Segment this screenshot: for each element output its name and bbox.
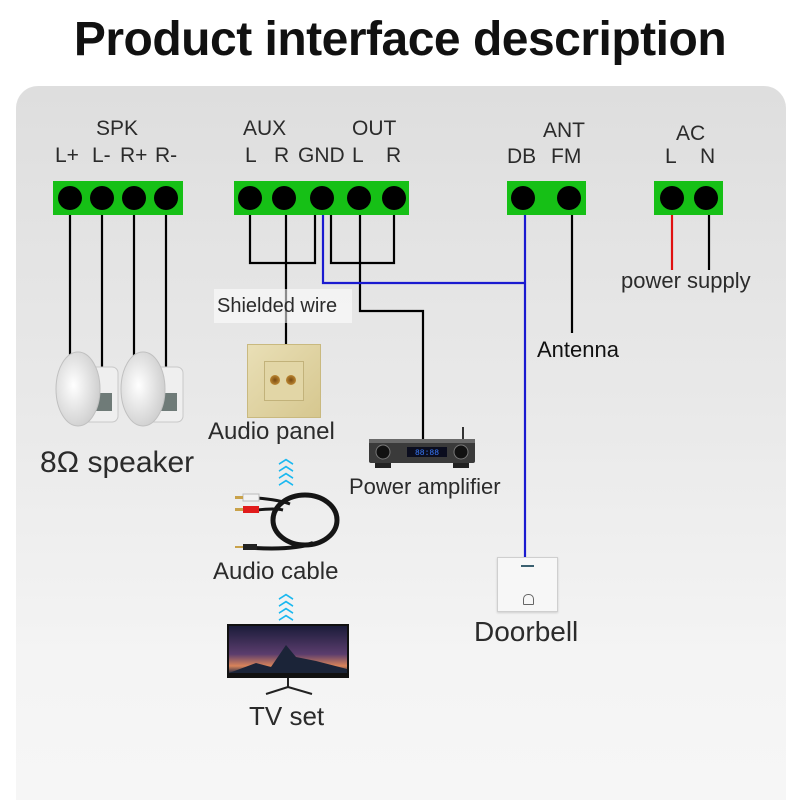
wire-out-to-amplifier	[358, 215, 425, 443]
bell-icon	[523, 594, 534, 605]
ant-pin-label: DB	[507, 145, 537, 168]
terminal-screw	[660, 186, 684, 210]
ceiling-speaker-icon	[55, 351, 184, 427]
spk-pin-label: R-	[155, 144, 178, 167]
spk-terminal-block	[53, 181, 183, 215]
terminal-jack	[286, 375, 296, 385]
terminal-screw	[382, 186, 406, 210]
chevron-up-arrows-icon: ︿︿︿︿	[278, 585, 294, 623]
ant-group-label: ANT	[543, 119, 585, 142]
power-supply-label: power supply	[621, 268, 751, 293]
ant-pin-label: FM	[551, 145, 582, 168]
shielded-wire-label: Shielded wire	[217, 295, 338, 317]
ant-terminal-block	[507, 181, 586, 215]
doorbell-button-icon	[497, 557, 558, 612]
shielded-wire-label-bg	[214, 289, 352, 323]
terminal-screw	[557, 186, 581, 210]
terminal-screw	[511, 186, 535, 210]
wall-audio-panel-icon	[247, 344, 321, 418]
panel-insert	[264, 361, 304, 401]
terminal-screw	[310, 186, 334, 210]
out-pin-label: L	[352, 144, 364, 167]
terminal-screw	[122, 186, 146, 210]
terminal-screw	[154, 186, 178, 210]
spk-group-label: SPK	[96, 117, 139, 140]
terminal-screw	[58, 186, 82, 210]
ac-pin-label: L	[665, 145, 677, 168]
wire-gnd-blue	[321, 215, 525, 285]
spk-pin-label: L+	[55, 144, 79, 167]
terminal-screw	[90, 186, 114, 210]
terminal-screw	[347, 186, 371, 210]
wire-out-bracket	[329, 215, 396, 265]
aux-out-terminal-block	[234, 181, 409, 215]
out-group-label: OUT	[352, 117, 397, 140]
rca-audio-cable-icon	[235, 492, 340, 551]
terminal-screw	[238, 186, 262, 210]
power-amplifier-label: Power amplifier	[349, 474, 501, 499]
doorbell-label: Doorbell	[474, 616, 579, 647]
amp-display: 88:88	[415, 449, 439, 458]
terminal-screw	[272, 186, 296, 210]
speaker-right	[120, 351, 184, 427]
aux-group-label: AUX	[243, 117, 287, 140]
antenna-label: Antenna	[537, 337, 619, 362]
speaker-label: 8Ω speaker	[40, 446, 195, 479]
audio-cable-label: Audio cable	[213, 558, 339, 585]
out-pin-label: R	[386, 144, 402, 167]
ac-group-label: AC	[676, 122, 706, 145]
gnd-pin-label: GND	[298, 144, 345, 167]
wire-aux-bracket	[248, 215, 317, 265]
spk-pin-label: L-	[92, 144, 111, 167]
speaker-left	[55, 351, 119, 427]
audio-panel-label: Audio panel	[208, 418, 335, 445]
ac-pin-label: N	[700, 145, 716, 168]
spk-pin-label: R+	[120, 144, 148, 167]
page-title: Product interface description	[73, 13, 727, 66]
aux-pin-label: R	[274, 144, 290, 167]
terminal-screw	[694, 186, 718, 210]
chevron-up-arrows-icon: ︿︿︿︿	[278, 450, 294, 488]
tv-monitor-icon	[227, 624, 349, 695]
tv-set-label: TV set	[249, 701, 325, 731]
terminal-jack	[270, 375, 280, 385]
ac-terminal-block	[654, 181, 723, 215]
aux-pin-label: L	[245, 144, 257, 167]
power-amplifier-icon: 88:88	[369, 427, 475, 468]
indicator-light	[521, 565, 534, 567]
